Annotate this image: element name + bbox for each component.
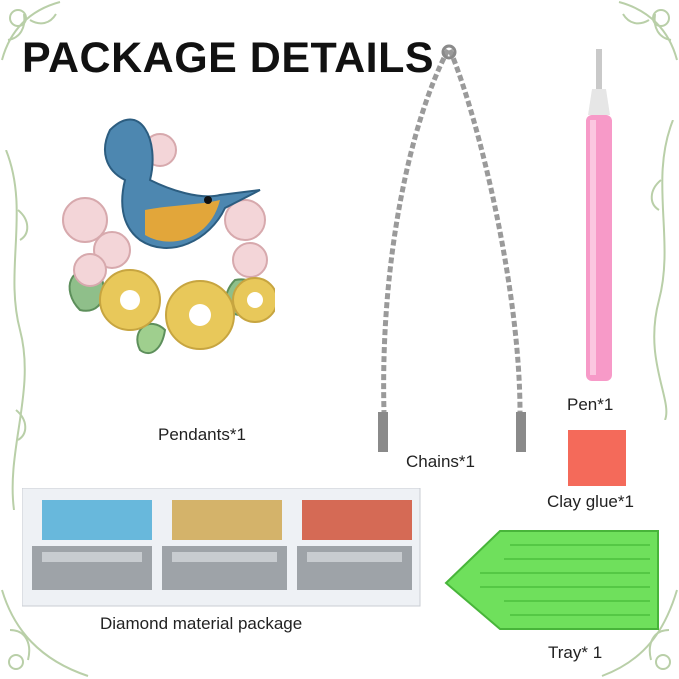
- chain-image: [378, 44, 526, 452]
- pen-image: [586, 49, 612, 381]
- chains-label: Chains*1: [406, 452, 475, 471]
- corner-ornament-bottom-right: [601, 589, 678, 677]
- side-ornament-left: [5, 150, 29, 510]
- tray-image: [444, 530, 659, 630]
- pendant-label: Pendants*1: [158, 425, 246, 444]
- pen-label: Pen*1: [567, 395, 614, 414]
- diamond-package-image: [22, 488, 421, 607]
- side-ornament-right: [650, 120, 674, 420]
- pendant-image: [62, 118, 275, 355]
- tray-label: Tray* 1: [548, 643, 603, 662]
- diamond-package-label: Diamond material package: [100, 614, 303, 633]
- clay-glue-image: [568, 430, 626, 486]
- corner-ornament-top-right: [618, 1, 678, 61]
- corner-ornament-bottom-left: [1, 589, 89, 677]
- clay-glue-label: Clay glue*1: [547, 492, 634, 511]
- page-title: PACKAGE DETAILS: [22, 34, 435, 82]
- corner-ornament-top-left: [1, 1, 61, 61]
